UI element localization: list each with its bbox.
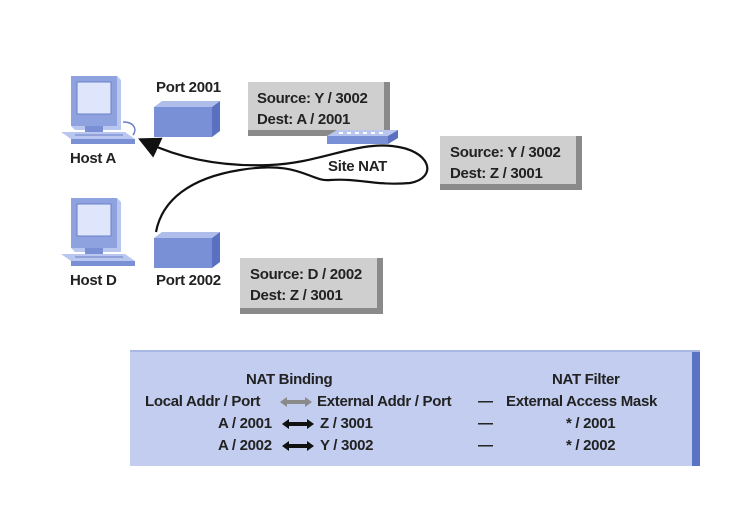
host-a-computer-icon xyxy=(61,76,136,144)
double-arrow-icon xyxy=(282,441,314,451)
row-1-dash: — xyxy=(478,415,493,432)
packet-box-right: Source: Y / 3002 Dest: Z / 3001 xyxy=(440,136,582,190)
host-d-label: Host D xyxy=(70,272,117,289)
col-dash-header: — xyxy=(478,393,493,410)
col-mask-header: External Access Mask xyxy=(506,393,658,410)
port-2001-label: Port 2001 xyxy=(156,79,221,96)
port-2002-label: Port 2002 xyxy=(156,272,221,289)
packet-flow-curve xyxy=(138,137,429,233)
packet-box-bottom: Source: D / 2002 Dest: Z / 3001 xyxy=(240,258,383,314)
packet-bottom-dest: Dest: Z / 3001 xyxy=(250,287,343,304)
site-nat-router-icon xyxy=(327,130,398,144)
row-1-external: Z / 3001 xyxy=(320,415,373,432)
port-2002-box xyxy=(154,232,220,268)
packet-right-source: Source: Y / 3002 xyxy=(450,144,561,161)
packet-bottom-source: Source: D / 2002 xyxy=(250,266,362,283)
port-2001-box xyxy=(154,101,220,137)
row-2-local: A / 2002 xyxy=(218,437,272,454)
host-d-computer-icon xyxy=(61,198,135,266)
row-2-external: Y / 3002 xyxy=(320,437,374,454)
packet-top-dest: Dest: A / 2001 xyxy=(257,111,351,128)
host-a-label: Host A xyxy=(70,150,116,167)
packet-box-top: Source: Y / 3002 Dest: A / 2001 xyxy=(248,82,390,136)
nat-filter-heading: NAT Filter xyxy=(552,371,620,388)
row-2-dash: — xyxy=(478,437,493,454)
packet-top-source: Source: Y / 3002 xyxy=(257,90,368,107)
nat-table-panel xyxy=(130,352,700,466)
row-1-local: A / 2001 xyxy=(218,415,272,432)
gray-double-arrow-icon xyxy=(280,397,312,407)
site-nat-label: Site NAT xyxy=(328,158,387,175)
packet-right-dest: Dest: Z / 3001 xyxy=(450,165,543,182)
nat-binding-heading: NAT Binding xyxy=(246,371,333,388)
row-1-mask: * / 2001 xyxy=(566,415,616,432)
row-2-mask: * / 2002 xyxy=(566,437,616,454)
col-external-header: External Addr / Port xyxy=(317,393,452,410)
col-local-header: Local Addr / Port xyxy=(145,393,261,410)
double-arrow-icon xyxy=(282,419,314,429)
